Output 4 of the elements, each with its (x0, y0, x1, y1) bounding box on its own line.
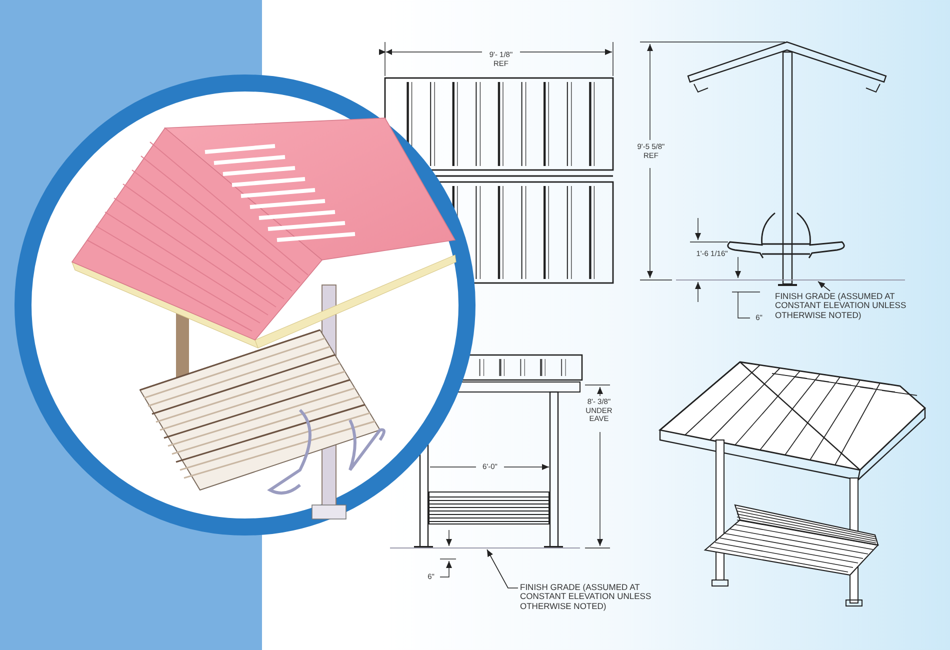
note-text: FINISH GRADE (ASSUMED AT CONSTANT ELEVATION UNLESS OTHERWISE NOTED) (520, 583, 680, 612)
note-text: FINISH GRADE (ASSUMED AT CONSTANT ELEVATION UNLESS OTHERWISE NOTED) (775, 292, 940, 320)
leader-line (818, 281, 830, 292)
leader-line (486, 549, 518, 588)
